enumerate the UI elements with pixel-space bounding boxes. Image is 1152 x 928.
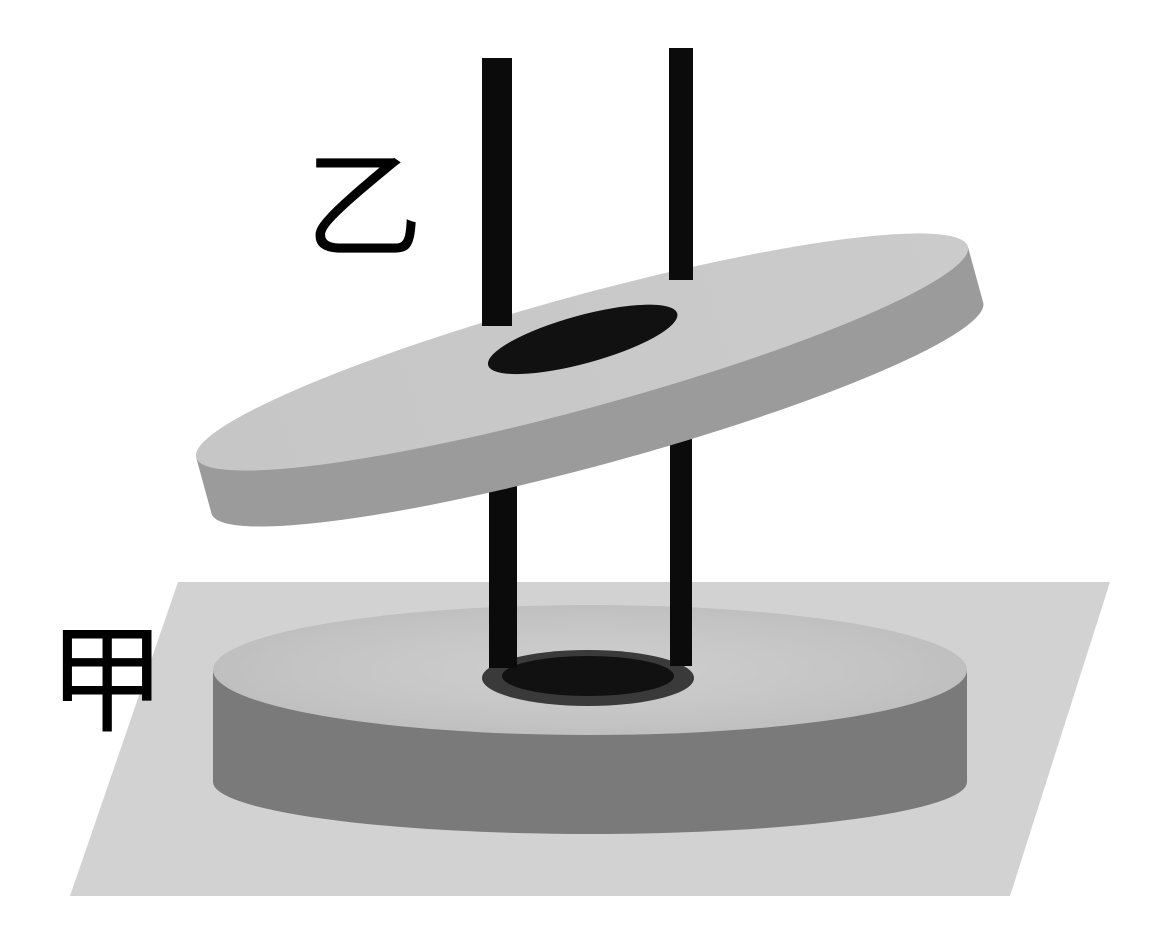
rod-right-upper xyxy=(669,48,693,280)
support-rods-lower xyxy=(489,428,692,668)
rod-left-lower xyxy=(489,462,517,668)
rod-right-lower xyxy=(670,428,692,666)
lower-magnet-hole xyxy=(502,656,674,696)
label-lower-magnet: 甲 xyxy=(48,612,166,750)
upper-magnet-hole xyxy=(487,304,678,375)
support-rods-upper xyxy=(482,48,693,326)
upper-magnet xyxy=(195,233,984,527)
label-upper-magnet: 乙 xyxy=(305,138,423,276)
lower-magnet xyxy=(213,605,967,834)
rod-left-upper xyxy=(482,58,512,326)
